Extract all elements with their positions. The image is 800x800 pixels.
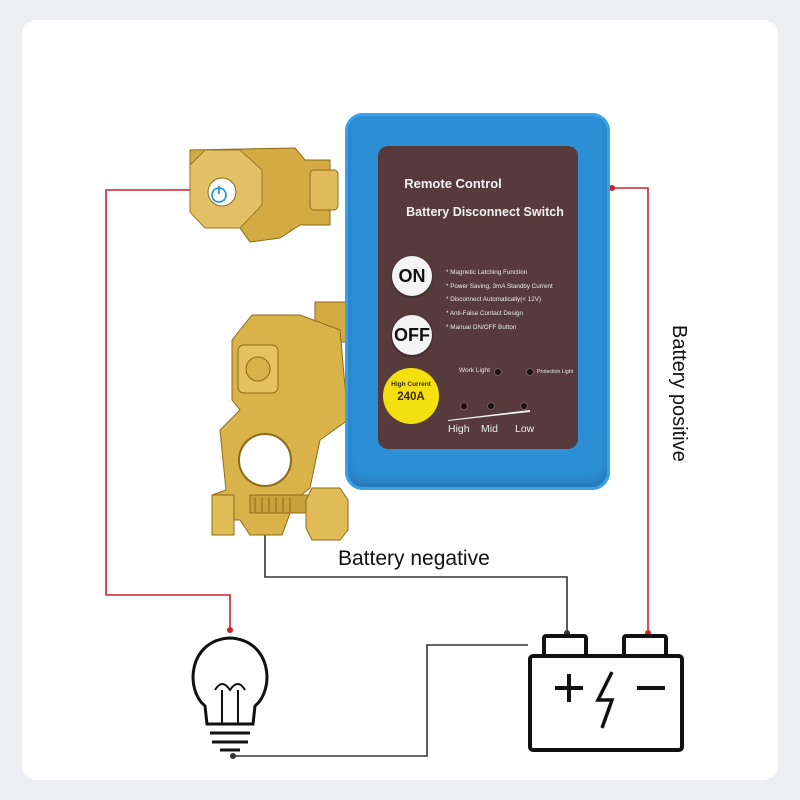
- negative-clamp-icon: [211, 301, 349, 541]
- battery-negative-label: Battery negative: [338, 547, 490, 570]
- negative-wire: [264, 520, 568, 633]
- level-ramp: [448, 410, 530, 421]
- badge-value: 240A: [397, 391, 425, 403]
- battery-icon: [528, 634, 684, 752]
- feature-item: * Disconnect Automatically(< 12V): [446, 296, 542, 304]
- feature-item: * Power Saving, 3mA Standby Current: [446, 282, 553, 290]
- positive-wire-battery: [610, 187, 649, 633]
- protection-light-label: Protection Light: [537, 369, 574, 375]
- level-label-mid: Mid: [481, 423, 498, 435]
- light-bulb-icon: [191, 636, 269, 752]
- positive-wire-lamp: [105, 189, 231, 630]
- level-label-low: Low: [515, 423, 535, 435]
- feature-list: * Magnetic Latching Function * Power Sav…: [446, 266, 553, 335]
- level-indicator-low: [521, 403, 527, 409]
- device-title-line1: Remote Control: [404, 176, 502, 191]
- device-title-line2: Battery Disconnect Switch: [406, 205, 564, 219]
- high-current-badge: High Current 240A: [383, 368, 439, 424]
- on-button[interactable]: ON: [392, 256, 432, 296]
- work-light-indicator: [495, 369, 501, 375]
- level-indicator-mid: [488, 403, 494, 409]
- feature-item: * Anti-False Contact Design: [446, 310, 523, 318]
- badge-label: High Current: [391, 381, 431, 388]
- protection-light-indicator: [527, 369, 533, 375]
- feature-item: * Magnetic Latching Function: [446, 269, 528, 276]
- battery-positive-label: Battery positive: [668, 325, 690, 462]
- top-terminal-icon: [189, 147, 339, 243]
- work-light-label: Work Light: [459, 367, 490, 374]
- off-button[interactable]: OFF: [392, 315, 432, 355]
- feature-item: * Manual ON/OFF Button: [446, 323, 517, 331]
- level-indicator-high: [461, 403, 467, 409]
- lamp-return-wire: [233, 644, 528, 757]
- level-label-high: High: [448, 423, 470, 435]
